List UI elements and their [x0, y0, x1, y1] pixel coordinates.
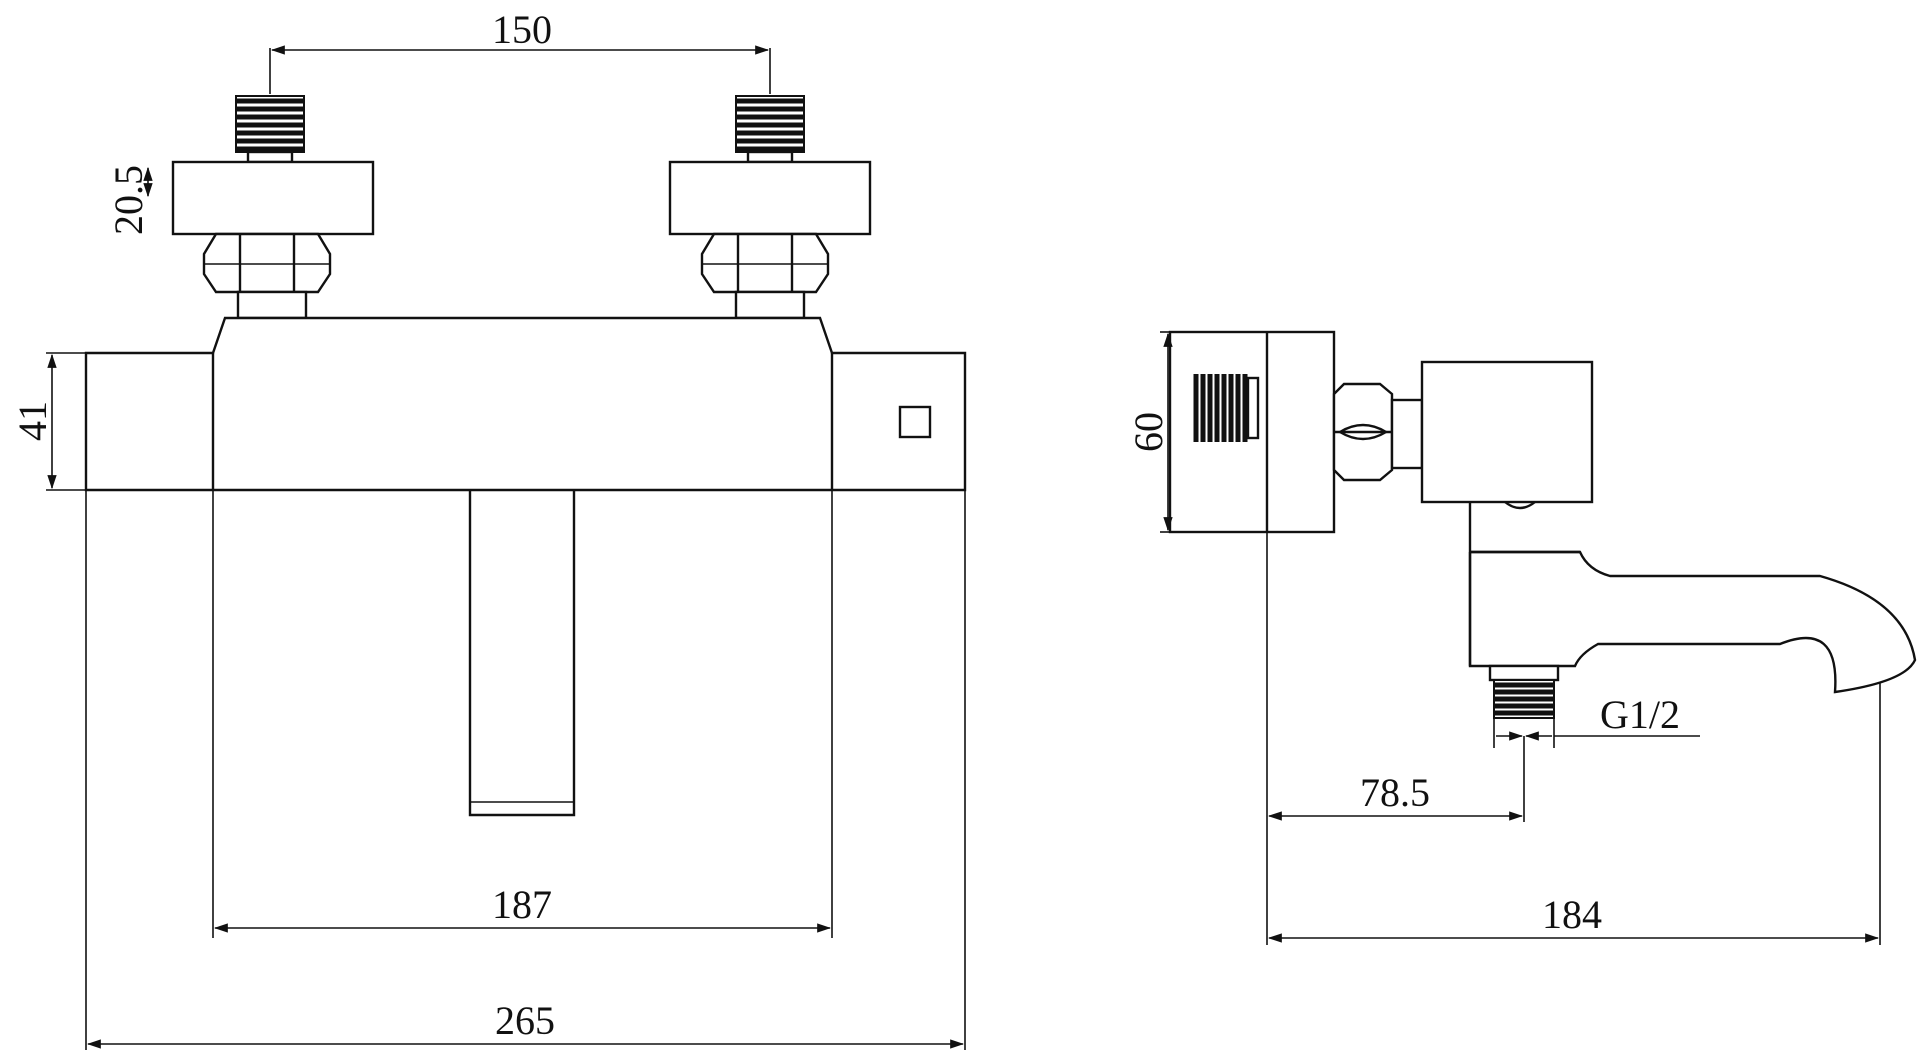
side-view: 60 G1/2 78.5 184 [1126, 330, 1917, 945]
left-inlet-thread [235, 95, 305, 164]
side-spout [1468, 502, 1917, 694]
dim-265-label: 265 [495, 998, 555, 1043]
dim-78-5-label: 78.5 [1360, 770, 1430, 815]
dim-g1-2-label: G1/2 [1600, 692, 1680, 737]
left-connector [236, 290, 308, 320]
dim-41-label: 41 [10, 401, 55, 441]
mixer-body [84, 316, 967, 492]
right-hex-nut [700, 232, 830, 294]
right-connector [734, 290, 806, 320]
side-inlet-thread [1193, 374, 1260, 442]
side-hex-nut [1332, 382, 1394, 482]
side-connector [1390, 398, 1424, 470]
dim-60-label: 60 [1126, 412, 1171, 452]
right-inlet-thread [735, 95, 805, 164]
dim-20-5-label: 20.5 [106, 165, 151, 235]
front-extension-lines [46, 48, 966, 1050]
right-flange [668, 160, 872, 236]
control-button-square [898, 405, 932, 439]
side-outlet-collar [1488, 664, 1560, 682]
front-view: 150 20.5 41 187 265 [10, 7, 967, 1050]
side-body-block [1420, 360, 1594, 504]
left-flange [171, 160, 375, 236]
left-hex-nut [202, 232, 332, 294]
side-extension-lines [1160, 331, 1881, 945]
right-inlet-assembly [668, 95, 872, 320]
dim-184-label: 184 [1542, 892, 1602, 937]
dim-150-label: 150 [492, 7, 552, 52]
left-inlet-assembly [171, 95, 375, 320]
side-outlet-thread [1493, 679, 1555, 719]
dim-187-label: 187 [492, 882, 552, 927]
handle-lever [468, 490, 576, 817]
